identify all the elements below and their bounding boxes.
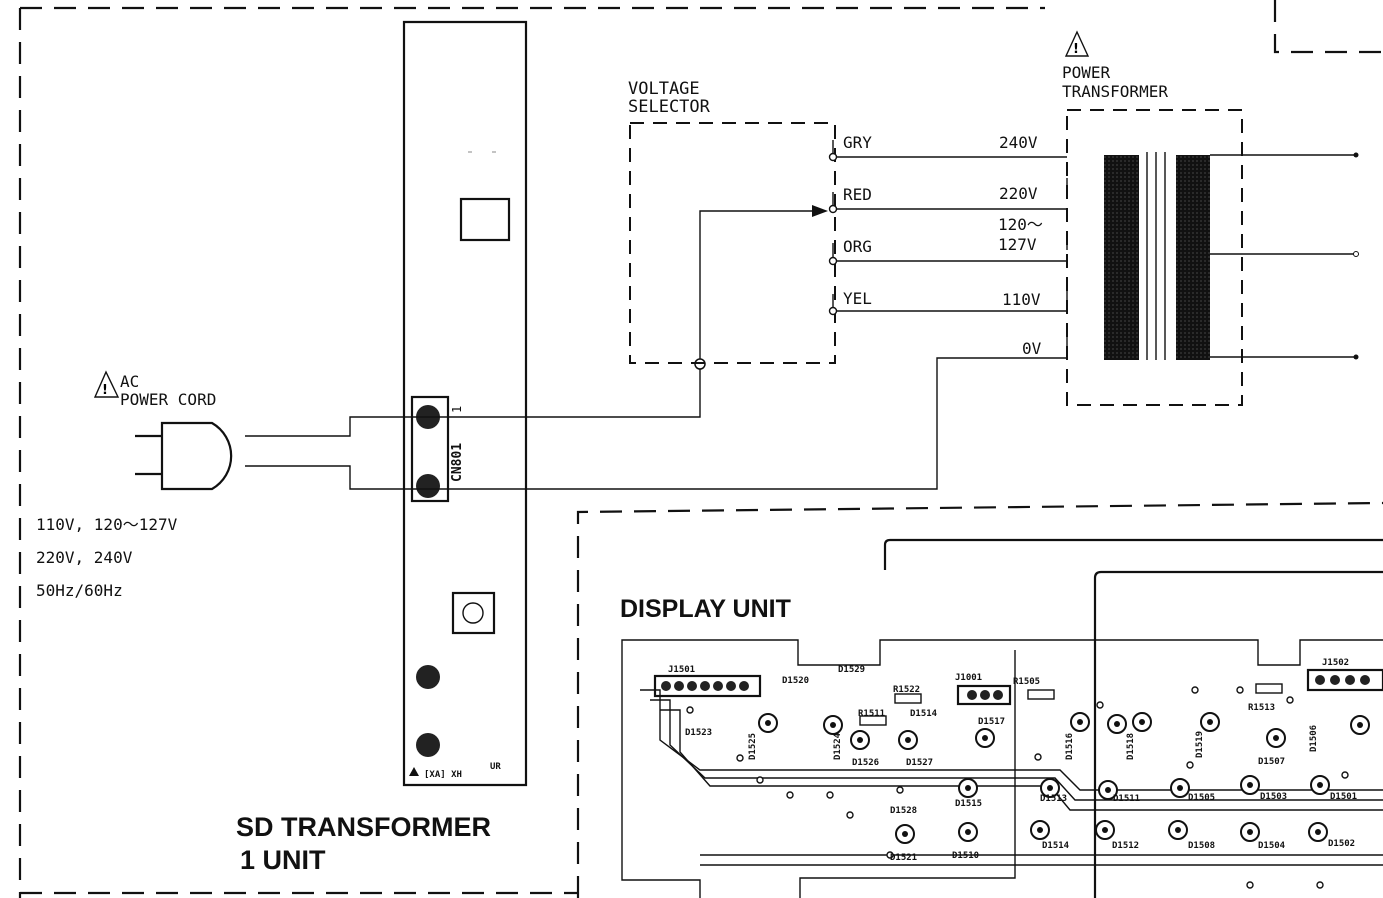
primary-winding — [1104, 155, 1139, 360]
component-label: D1501 — [1330, 792, 1357, 802]
ac-label: AC — [120, 372, 139, 391]
component-label: D1519 — [1195, 731, 1205, 758]
component-label: D1521 — [890, 853, 917, 863]
svg-text:UR: UR — [490, 762, 501, 772]
transformer-label: TRANSFORMER — [1062, 82, 1168, 101]
voltage-selector: VOLTAGE SELECTOR GRY RED ORG YEL 240V 22… — [628, 79, 1068, 364]
svg-text:!: ! — [102, 383, 108, 398]
component-label: D1525 — [748, 733, 758, 760]
component-label: D1518 — [1126, 733, 1136, 760]
warning-icon: ! — [93, 370, 120, 398]
component-label: D1508 — [1188, 841, 1215, 851]
power-wiring — [440, 205, 1067, 490]
tap-voltage-120: 120～ — [998, 215, 1043, 234]
component-label: D1523 — [685, 728, 712, 738]
component-label: D1515 — [955, 799, 982, 809]
component-label: D1506 — [1309, 725, 1319, 752]
component-label: D1507 — [1258, 757, 1285, 767]
selector-title: VOLTAGE — [628, 79, 700, 99]
component-label: D1528 — [890, 806, 917, 816]
secondary-winding — [1176, 155, 1210, 360]
ac-plug — [135, 416, 440, 491]
tap-voltage-220: 220V — [999, 184, 1038, 203]
component-label: R1511 — [858, 709, 885, 719]
wire-label-org: ORG — [843, 237, 872, 256]
wire-label-gry: GRY — [843, 133, 872, 152]
power-transformer: ! POWER TRANSFORMER — [1062, 30, 1359, 406]
display-unit-pcb: J1501 D1529 D1520 J1001 R1505 D1523 R152… — [621, 538, 1383, 898]
ac-cord-label: ! AC POWER CORD 110V, 120～127V 220V, 240… — [36, 370, 216, 600]
transformer-label: POWER — [1062, 63, 1111, 82]
connector-pin-number: 1 — [450, 406, 464, 413]
component-label: R1522 — [893, 685, 920, 695]
tap-voltage-0: 0V — [1022, 339, 1042, 358]
component-label: D1510 — [952, 851, 979, 861]
warning-icon: ! — [1064, 30, 1090, 57]
tap-voltage-127: 127V — [998, 235, 1037, 254]
board-pad-square — [459, 197, 511, 242]
component-label: D1517 — [978, 717, 1005, 727]
component-label: R1513 — [1248, 703, 1275, 713]
component-label: J1501 — [668, 665, 695, 675]
sd-transformer-subtitle: 1 UNIT — [240, 845, 326, 875]
component-label: R1505 — [1013, 677, 1040, 687]
component-label: D1513 — [1040, 794, 1067, 804]
component-label: D1529 — [838, 665, 865, 675]
tap-voltage-240: 240V — [999, 133, 1038, 152]
component-label: D1527 — [906, 758, 933, 768]
component-label: D1511 — [1113, 794, 1140, 804]
spec-voltage-2: 220V, 240V — [36, 548, 133, 567]
component-label: D1516 — [1065, 733, 1075, 760]
component-label: D1512 — [1112, 841, 1139, 851]
component-label: D1526 — [852, 758, 879, 768]
component-label: D1524 — [833, 732, 843, 760]
wire-label-red: RED — [843, 185, 872, 204]
board-hole — [416, 733, 440, 757]
component-label: D1514 — [910, 709, 938, 719]
component-label: D1503 — [1260, 792, 1287, 802]
component-label: D1504 — [1258, 841, 1286, 851]
component-label: J1001 — [955, 673, 982, 683]
board-marking: [XA] XH — [424, 770, 462, 780]
board-pad-round — [451, 591, 496, 635]
display-unit-title: DISPLAY UNIT — [620, 595, 791, 623]
board-hole — [416, 665, 440, 689]
spec-frequency: 50Hz/60Hz — [36, 581, 123, 600]
outer-boundary — [18, 0, 1383, 898]
component-label: D1520 — [782, 676, 809, 686]
sd-transformer-title: SD TRANSFORMER — [236, 812, 491, 842]
display-unit-boundary — [576, 501, 1383, 898]
component-label: D1502 — [1328, 839, 1355, 849]
svg-text:!: ! — [1073, 42, 1079, 57]
wire-label-yel: YEL — [843, 289, 872, 308]
component-label: D1514 — [1042, 841, 1070, 851]
component-label: D1505 — [1188, 793, 1215, 803]
ac-label: POWER CORD — [120, 390, 216, 409]
connector-pin — [416, 474, 440, 498]
component-label: J1502 — [1322, 658, 1349, 668]
cn801-connector: CN801 1 — [410, 395, 465, 503]
sd-transformer-board: [XA] XH UR — [402, 20, 528, 787]
tap-voltage-110: 110V — [1002, 290, 1041, 309]
spec-voltage-1: 110V, 120～127V — [36, 515, 178, 534]
connector-label: CN801 — [450, 443, 465, 482]
selector-title: SELECTOR — [628, 97, 711, 117]
